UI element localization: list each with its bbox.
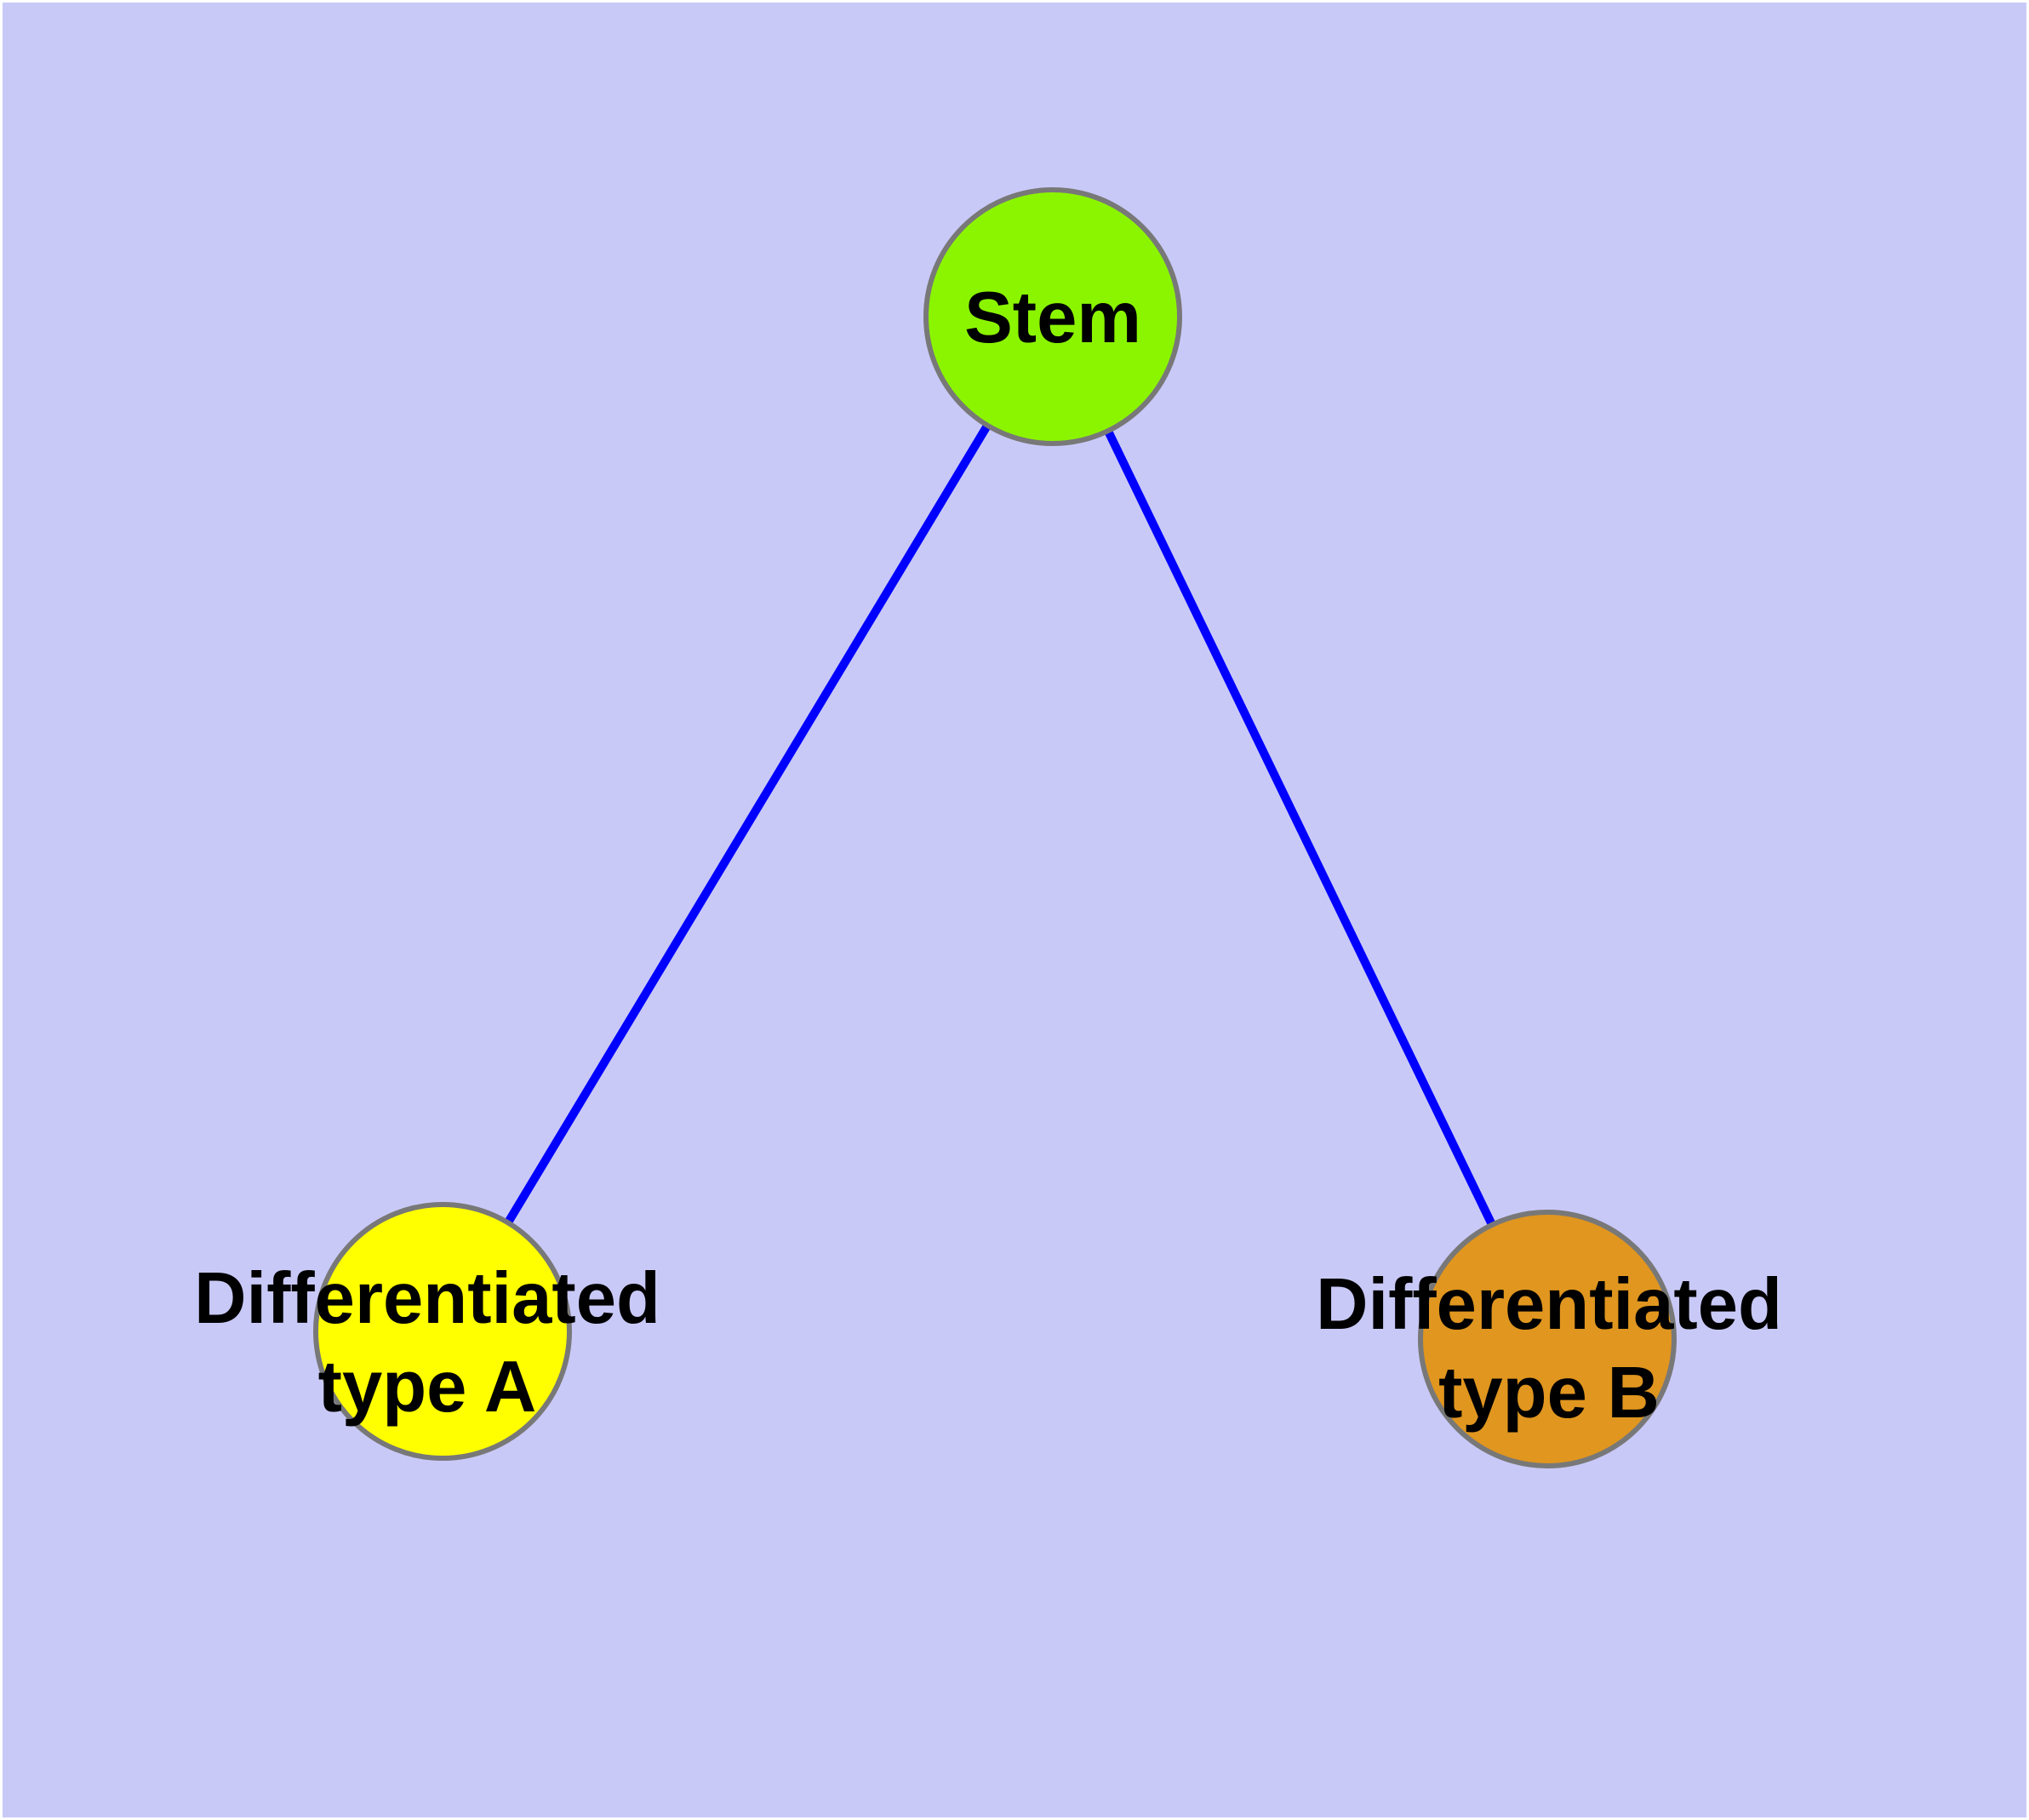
node-differentiated-type-a [313, 1202, 572, 1461]
edge-stem-to-type-b [1049, 314, 1552, 1342]
node-label-stem: Stem [964, 278, 1141, 358]
node-differentiated-type-b [1418, 1210, 1677, 1468]
node-label-differentiated-type-a: Differentiated type A [194, 1258, 660, 1428]
node-group [313, 187, 1677, 1468]
edge-stem-to-type-a [438, 314, 1057, 1334]
node-stem [923, 187, 1182, 446]
edge-group [438, 314, 1552, 1342]
node-label-differentiated-type-b: Differentiated type B [1316, 1264, 1782, 1434]
